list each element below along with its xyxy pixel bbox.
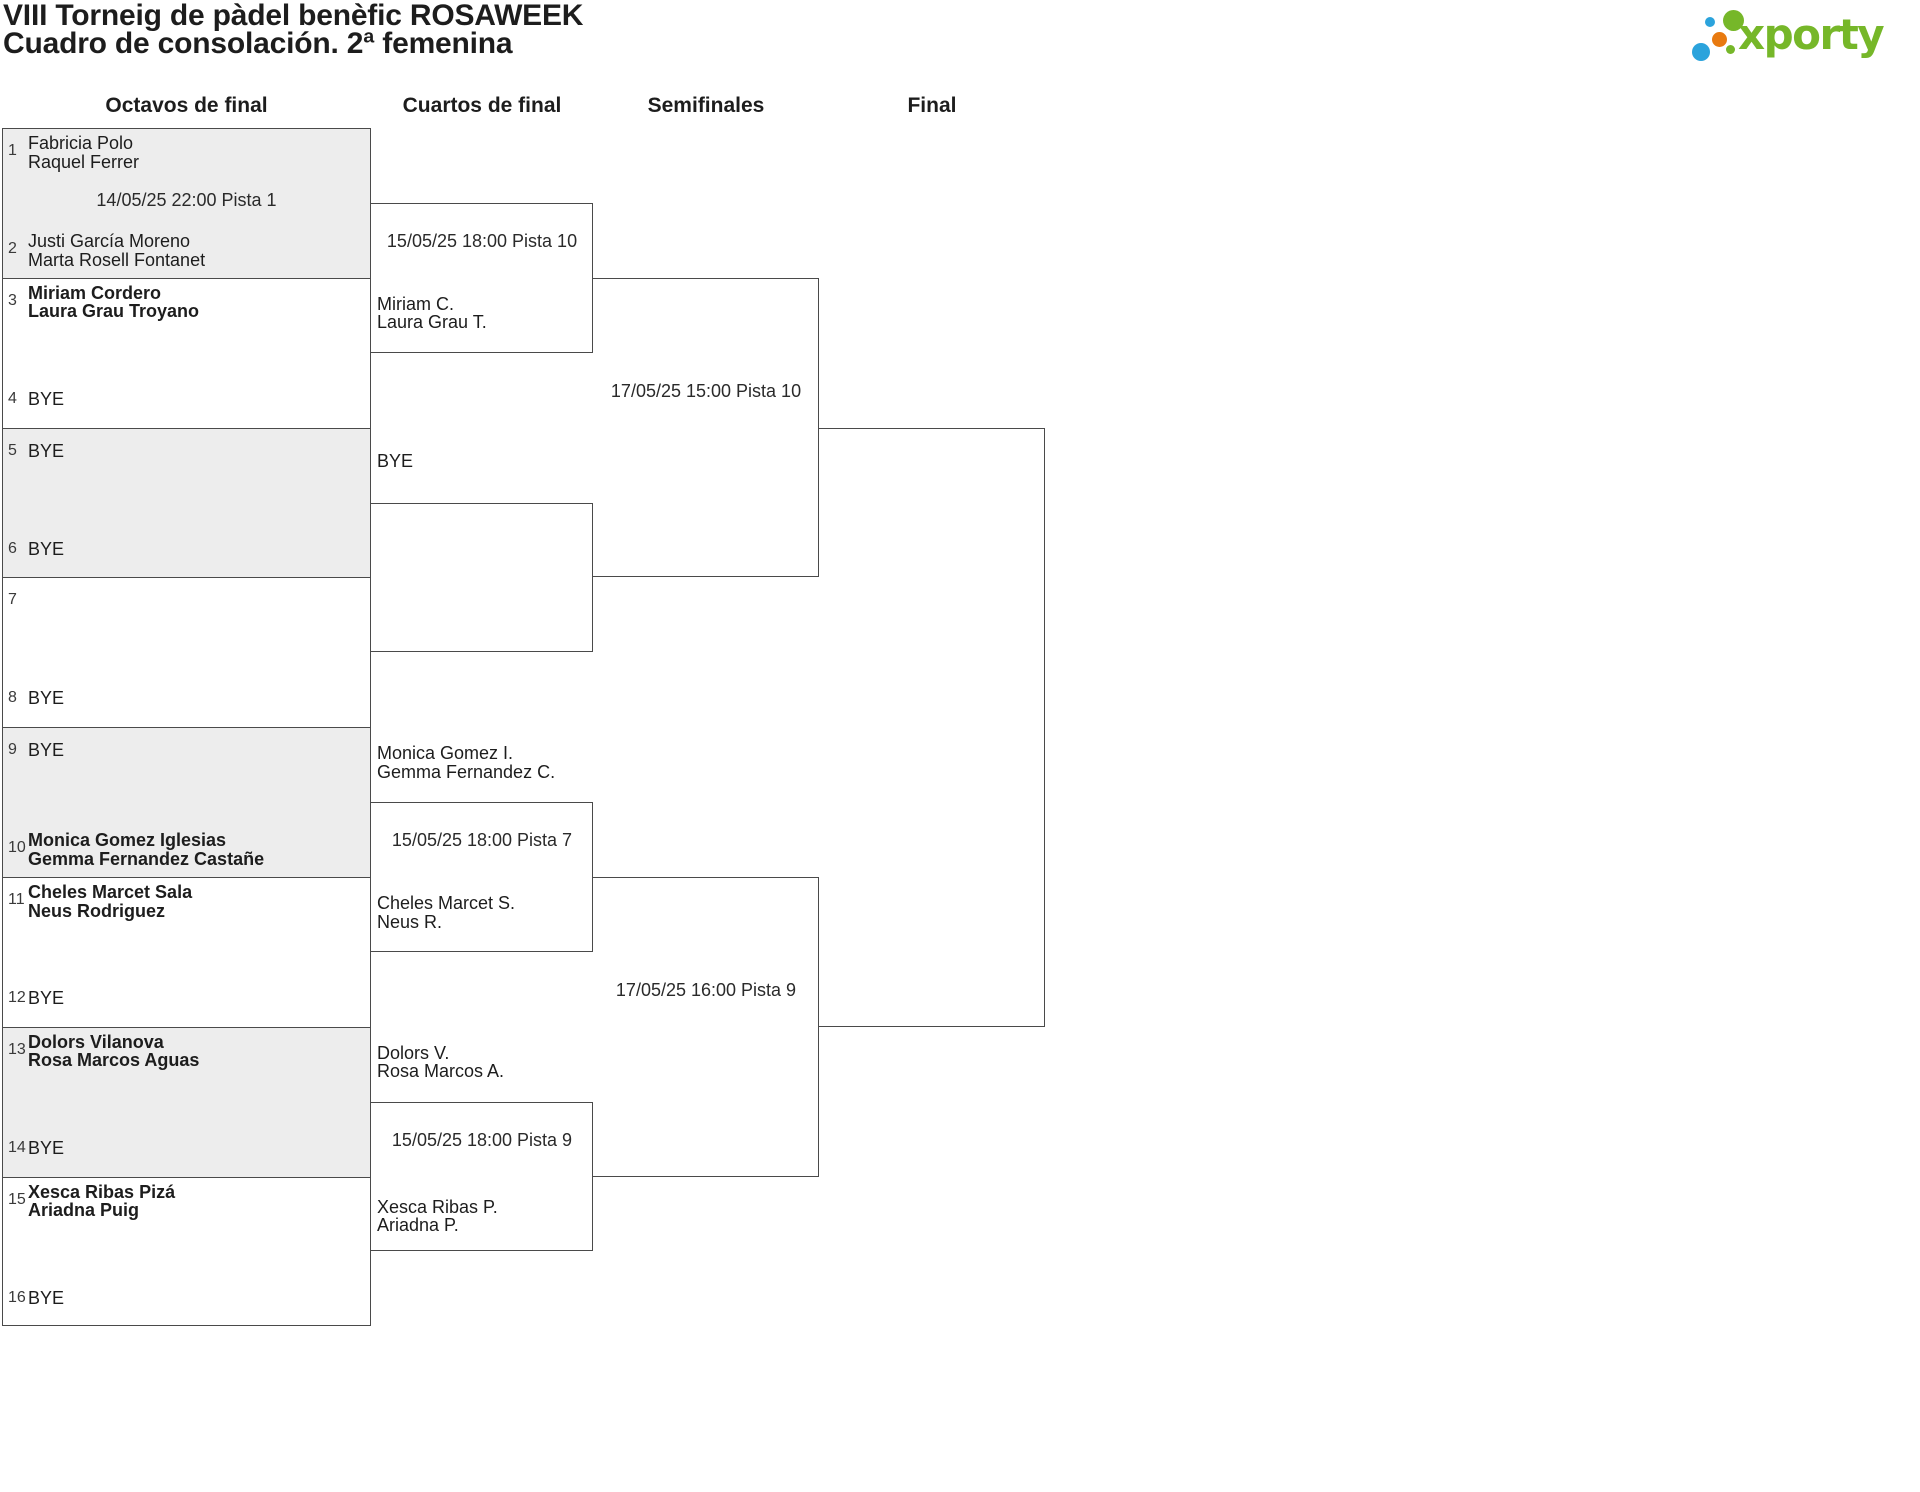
r16-match-box-6[interactable] [2, 877, 371, 1027]
seed-number: 12 [8, 989, 26, 1006]
seed-number: 16 [8, 1288, 26, 1306]
r16-match-box-1[interactable] [2, 128, 371, 278]
qf-match-box-4[interactable] [371, 1101, 593, 1252]
qf-match-box-2[interactable] [371, 502, 593, 653]
tournament-title: VIII Torneig de pàdel benèfic ROSAWEEK [3, 0, 584, 32]
advancing-team-line: Ariadna P. [377, 1215, 459, 1236]
seed-number: 7 [8, 591, 17, 609]
player-line: Dolors Vilanova [28, 1031, 164, 1052]
bye-label: BYE [28, 388, 65, 409]
match-schedule: 14/05/25 22:00 Pista 1 [96, 190, 277, 210]
logo-wordmark: xporty [1738, 10, 1885, 59]
seed-number: 3 [8, 291, 17, 309]
seed-number: 2 [8, 240, 17, 257]
bracket-subtitle: Cuadro de consolación. 2ª femenina [3, 26, 513, 60]
bye-label: BYE [28, 740, 65, 761]
player-line: Xesca Ribas Pizá [28, 1181, 176, 1202]
advancing-team-line: Cheles Marcet S. [377, 893, 516, 913]
player-line: Neus Rodriguez [28, 900, 166, 921]
round-header-cuartos: Cuartos de final [402, 94, 562, 117]
logo-dot-blue-small-icon [1705, 17, 1715, 27]
seed-number: 6 [8, 539, 17, 557]
r16-match-box-4[interactable] [2, 577, 371, 728]
advancing-team-line: Neus R. [377, 911, 443, 932]
seed-number: 4 [8, 389, 17, 407]
bye-label: BYE [28, 988, 65, 1008]
sf-match-box-1[interactable] [593, 277, 819, 578]
r16-match-box-8[interactable] [2, 1176, 371, 1327]
bye-label: BYE [28, 688, 65, 709]
advancing-team-line: Xesca Ribas P. [377, 1196, 498, 1217]
advancing-team-line: Monica Gomez I. [377, 743, 514, 764]
match-schedule: 15/05/25 18:00 Pista 7 [391, 830, 573, 850]
bye-label: BYE [28, 1137, 65, 1158]
player-line: Gemma Fernandez Castañe [28, 848, 265, 869]
player-line: Monica Gomez Iglesias [28, 830, 227, 851]
advancing-team-line: Dolors V. [377, 1042, 450, 1063]
logo-dot-orange-icon [1712, 32, 1727, 47]
player-line: Laura Grau Troyano [28, 301, 200, 322]
seed-number: 13 [8, 1040, 26, 1058]
r16-match-box-3[interactable] [2, 427, 371, 578]
player-line: Miriam Cordero [28, 282, 162, 303]
qf-match-box-1[interactable] [371, 202, 593, 353]
player-line: Justi García Moreno [28, 231, 191, 251]
advancing-team-line: Miriam C. [377, 293, 454, 314]
logo-dot-green-small-icon [1726, 45, 1735, 54]
bye-label: BYE [28, 538, 65, 559]
match-schedule: 15/05/25 18:00 Pista 9 [391, 1129, 573, 1150]
logo-dot-green-big-icon [1723, 10, 1744, 31]
seed-number: 14 [8, 1138, 26, 1156]
seed-number: 11 [8, 891, 25, 908]
seed-number: 5 [8, 441, 17, 459]
bye-label: BYE [28, 1287, 65, 1308]
bye-label: BYE [28, 440, 65, 461]
seed-number: 1 [8, 142, 17, 159]
qf-match-box-3[interactable] [371, 802, 593, 952]
final-match-box[interactable] [819, 427, 1045, 1027]
round-header-octavos: Octavos de final [105, 94, 268, 117]
seed-number: 8 [8, 689, 17, 707]
seed-number: 15 [8, 1190, 26, 1208]
player-line: Ariadna Puig [28, 1200, 140, 1221]
match-schedule: 17/05/25 15:00 Pista 10 [610, 380, 802, 401]
player-line: Rosa Marcos Aguas [28, 1050, 200, 1071]
r16-match-box-5[interactable] [2, 727, 371, 877]
match-schedule: 15/05/25 18:00 Pista 10 [386, 230, 578, 251]
match-schedule: 17/05/25 16:00 Pista 9 [615, 979, 797, 1000]
round-header-final: Final [907, 94, 957, 117]
seed-number: 10 [8, 839, 26, 857]
player-line: Fabricia Polo [28, 133, 134, 153]
advancing-team-line: Laura Grau T. [377, 312, 487, 333]
advancing-team-line: Rosa Marcos A. [377, 1061, 505, 1082]
advancing-team-line: Gemma Fernandez C. [377, 761, 556, 782]
r16-match-box-7[interactable] [2, 1026, 371, 1177]
sf-match-box-2[interactable] [593, 877, 819, 1177]
page-header: VIII Torneig de pàdel benèfic ROSAWEEK C… [3, 0, 584, 60]
advancing-bye-label: BYE [377, 450, 414, 471]
logo-dot-blue-big-icon [1692, 43, 1710, 61]
round-header-semifinales: Semifinales [647, 94, 765, 117]
player-line: Marta Rosell Fontanet [28, 249, 206, 270]
player-line: Raquel Ferrer [28, 151, 140, 172]
seed-number: 9 [8, 741, 17, 759]
r16-match-box-2[interactable] [2, 277, 371, 428]
player-line: Cheles Marcet Sala [28, 882, 193, 902]
